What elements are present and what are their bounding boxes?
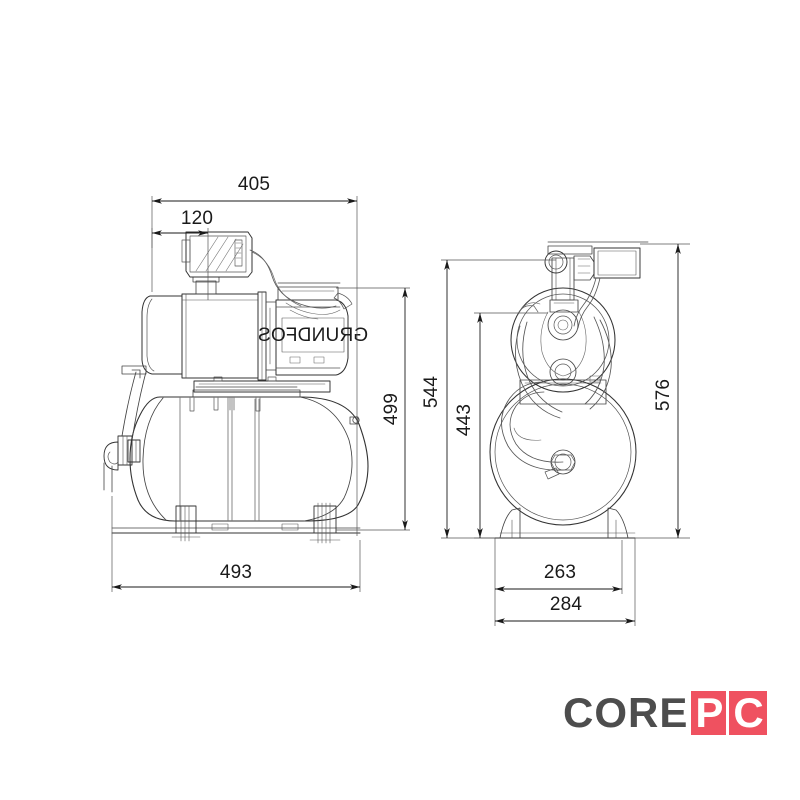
logo-c-box: C [729,691,767,735]
pump-unit-side [141,231,353,393]
pressure-tank [127,386,369,522]
side-view-dimensions [111,196,410,592]
dimension-label-576: 576 [653,379,674,411]
logo-core-text: CORE [563,689,689,736]
front-view-dimensions [441,243,690,626]
dimension-label-499: 499 [381,393,402,425]
dimension-label-284: 284 [550,594,583,615]
top-outlet-assembly [544,241,649,329]
pump-body-front [510,287,616,405]
dimension-label-405: 405 [238,174,270,195]
tank-feet [111,502,361,544]
dimension-label-263: 263 [544,562,576,583]
grundfos-brand-text: GRUNDFOS [258,325,368,346]
dimension-label-493: 493 [220,562,252,583]
corepc-watermark-logo: CORE P C [563,690,767,736]
dimension-label-443: 443 [454,404,475,436]
brand-mark-side-view: GRUNDFOS [258,325,368,346]
front-view-geometry [489,241,649,539]
side-view-geometry [103,231,369,544]
discharge-piping-front [501,302,612,480]
dimension-label-120: 120 [181,208,213,229]
front-view-feet [494,507,636,539]
logo-p-box: P [691,691,727,735]
suction-pipe-side [103,365,147,493]
dimension-label-544: 544 [421,376,442,409]
